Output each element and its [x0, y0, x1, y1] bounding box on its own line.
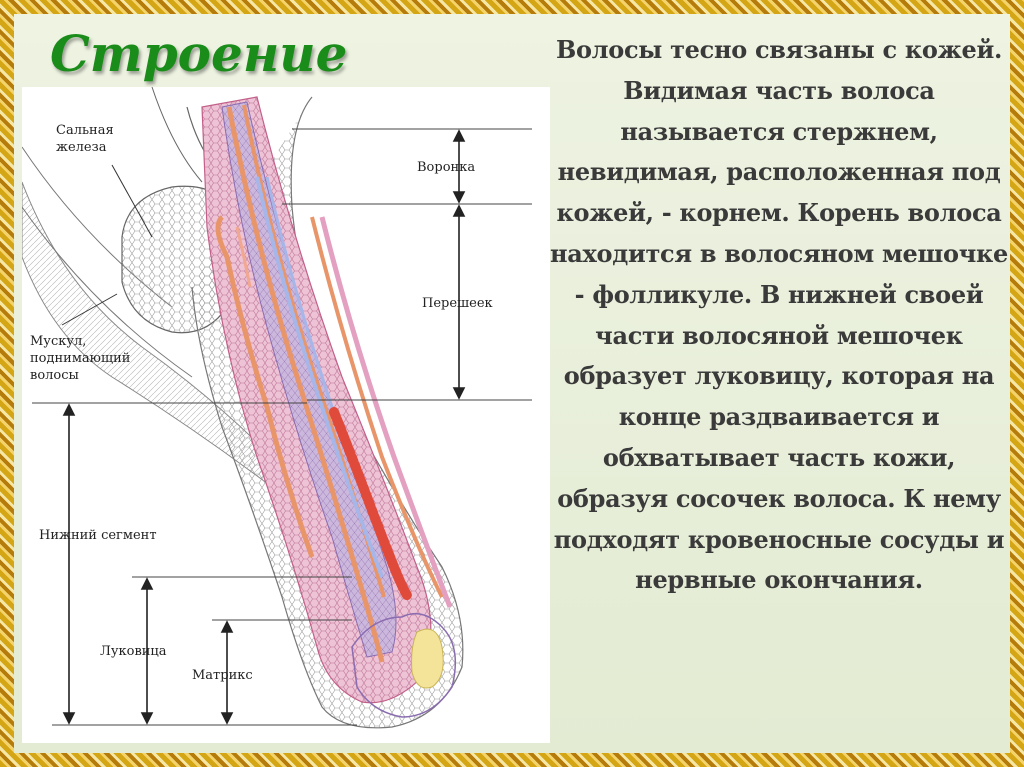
hair-structure-diagram: Сальная железа Мускул, поднимающий волос… [22, 87, 550, 743]
slide-title: Строение волоса [50, 24, 348, 163]
label-matrix: Матрикс [192, 668, 253, 683]
label-funnel: Воронка [417, 160, 476, 175]
label-bulb: Луковица [100, 644, 167, 659]
hair-medulla [329, 407, 413, 602]
label-isthmus: Перешеек [422, 296, 493, 311]
dermal-papilla [411, 628, 444, 689]
label-arrector-muscle: Мускул, поднимающий волосы [30, 334, 131, 383]
hair-diagram-illustration [22, 87, 532, 729]
label-sebaceous-gland: Сальная железа [56, 123, 114, 155]
cortex-line-left [226, 106, 385, 663]
slide-body-text: Волосы тесно связаны с кожей. Видимая ча… [550, 35, 1008, 595]
label-lower-segment: Нижний сегмент [39, 528, 157, 543]
